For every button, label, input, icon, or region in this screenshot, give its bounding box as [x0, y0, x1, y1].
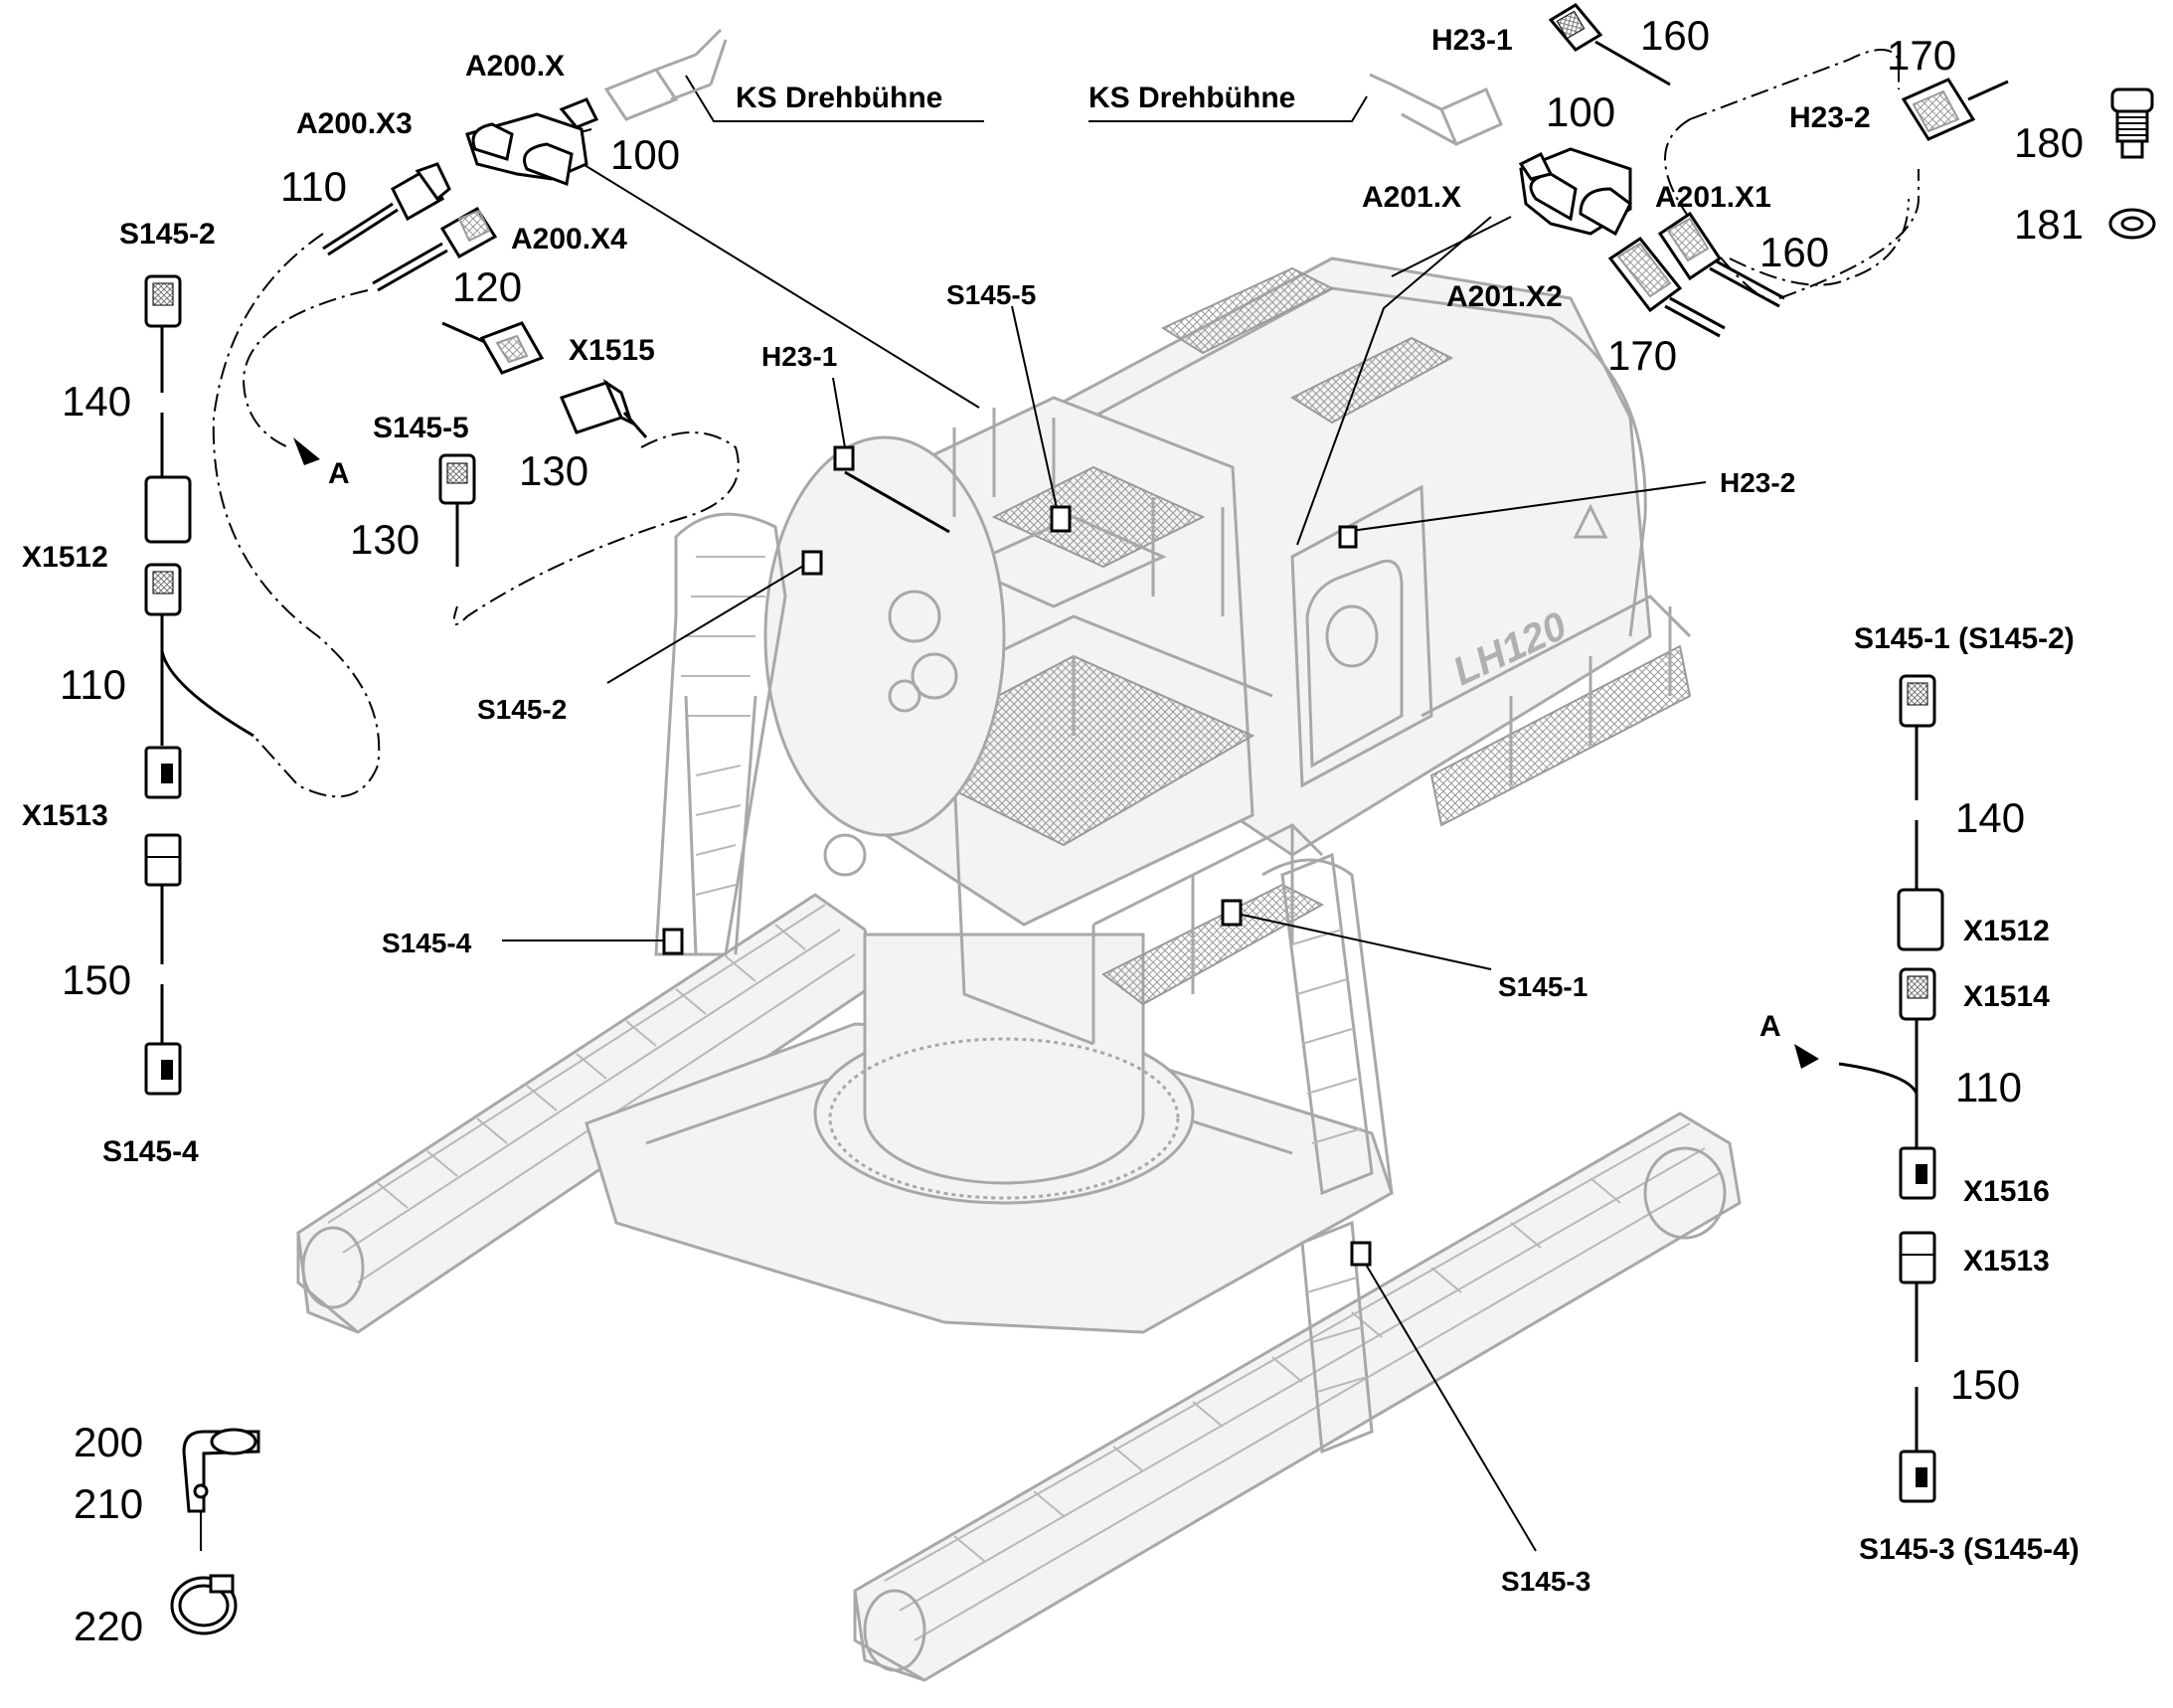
label-s1454-center: S145-4	[382, 928, 472, 958]
a201x1-plug	[1657, 211, 1785, 308]
a201-harness-group	[1369, 3, 2156, 338]
label-a200x4: A200.X4	[511, 223, 627, 256]
boom-foot	[763, 435, 1006, 877]
label-ks-right: KS Drehbühne	[1088, 82, 1295, 114]
pos-120: 120	[452, 263, 522, 310]
upper-structure: LH120	[1031, 256, 1692, 857]
pos-170-right: 170	[1607, 332, 1677, 379]
pos-200: 200	[74, 1419, 143, 1465]
label-a201x1: A201.X1	[1655, 181, 1771, 214]
label-h231-center: H23-1	[761, 341, 837, 372]
slewing-column	[813, 933, 1195, 1205]
pos-110-left: 110	[60, 661, 126, 708]
a200x3-plug	[322, 162, 451, 256]
left-ladder	[654, 512, 787, 956]
label-s1452-left-top: S145-2	[119, 218, 216, 251]
h231-plug-top	[1548, 3, 1671, 86]
a200x4-plug	[372, 206, 498, 292]
pos-180: 180	[2014, 119, 2084, 166]
s1455-switch-left	[438, 453, 476, 567]
ks-plug-left	[603, 28, 728, 121]
label-x1513-right: X1513	[1963, 1245, 2050, 1278]
label-s1453-right-bottom: S145-3 (S145-4)	[1859, 1533, 2080, 1566]
ks-plug-right	[1369, 73, 1503, 146]
label-s1455-center: S145-5	[946, 279, 1036, 310]
right-harness-column	[1838, 674, 1944, 1503]
pos-110-right: 110	[1955, 1064, 2022, 1110]
pos-150-right: 150	[1950, 1361, 2020, 1408]
pos-220: 220	[74, 1603, 143, 1649]
labels: A200.X A200.X3 A200.X4 KS Drehbühne KS D…	[22, 24, 2080, 1597]
label-ks-left: KS Drehbühne	[736, 82, 942, 114]
pos-100-right: 100	[1546, 88, 1615, 135]
x1515-receptacle	[559, 378, 648, 438]
label-a201x: A201.X	[1362, 181, 1461, 214]
pos-210: 210	[74, 1480, 143, 1527]
label-h232-right: H23-2	[1720, 467, 1795, 498]
label-x1513-left: X1513	[22, 799, 108, 832]
label-arrow-a-left: A	[328, 457, 350, 490]
label-x1512-left: X1512	[22, 541, 108, 574]
label-s1451-right-top: S145-1 (S145-2)	[1854, 622, 2075, 655]
clamp-parts	[170, 1428, 260, 1635]
label-h231-top: H23-1	[1431, 24, 1513, 57]
label-x1512-right: X1512	[1963, 915, 2050, 947]
pos-160-right: 160	[1759, 229, 1829, 275]
x1515-plug	[441, 321, 545, 375]
label-s1453-center: S145-3	[1501, 1566, 1590, 1597]
label-s1455-left: S145-5	[373, 412, 469, 444]
s1453-marker	[1350, 1241, 1372, 1267]
label-a201x2: A201.X2	[1446, 280, 1563, 313]
leader-lines	[502, 75, 1707, 1552]
a201x-connector	[1518, 147, 1632, 237]
s1451-marker	[1221, 899, 1243, 927]
a201x2-plug	[1607, 236, 1726, 338]
right-crawler-track	[853, 1111, 1742, 1682]
pos-110-left-top: 110	[280, 163, 347, 210]
machine-illustration: LH120	[296, 256, 1742, 1682]
pos-150-left: 150	[62, 956, 131, 1003]
cable-gland-180	[2110, 87, 2154, 159]
h231-marker	[833, 445, 855, 471]
pos-140-right: 140	[1955, 794, 2025, 841]
pos-130-b: 130	[350, 516, 419, 563]
h232-plug-top	[1901, 78, 2009, 141]
h232-marker	[1338, 525, 1358, 549]
left-harness-column	[144, 274, 254, 1096]
label-arrow-a-right: A	[1759, 1010, 1781, 1043]
lock-nut-181	[2108, 208, 2156, 240]
label-x1515: X1515	[569, 334, 655, 367]
position-numbers: 100 110 120 130 130 160 170 100 180 181 …	[60, 12, 2084, 1649]
a200-harness-group	[322, 28, 728, 567]
pos-170-top: 170	[1887, 32, 1956, 79]
label-x1514-right: X1514	[1963, 980, 2050, 1013]
label-a200x3: A200.X3	[296, 107, 413, 140]
label-x1516-right: X1516	[1963, 1175, 2050, 1208]
pos-160-top: 160	[1640, 12, 1710, 59]
handrails	[952, 408, 1225, 616]
arrow-a-left-icon	[293, 437, 320, 465]
label-s1451-center: S145-1	[1498, 971, 1588, 1002]
label-s1454-left-bottom: S145-4	[102, 1135, 199, 1168]
pos-181: 181	[2014, 201, 2084, 248]
s1455-marker	[1050, 505, 1072, 533]
label-h232-top: H23-2	[1789, 101, 1871, 134]
label-s1452-center: S145-2	[477, 694, 567, 725]
machine-component-markers	[662, 445, 1372, 1267]
label-a200x: A200.X	[465, 50, 565, 83]
s1454-marker	[662, 928, 684, 955]
a200x-connector	[465, 97, 599, 187]
arrow-a-right-icon	[1794, 1044, 1819, 1069]
pos-130-a: 130	[519, 447, 588, 494]
pos-100-left: 100	[610, 131, 680, 178]
right-ladder	[1261, 852, 1394, 1454]
pos-140-left: 140	[62, 378, 131, 425]
s1452-marker	[801, 550, 823, 576]
